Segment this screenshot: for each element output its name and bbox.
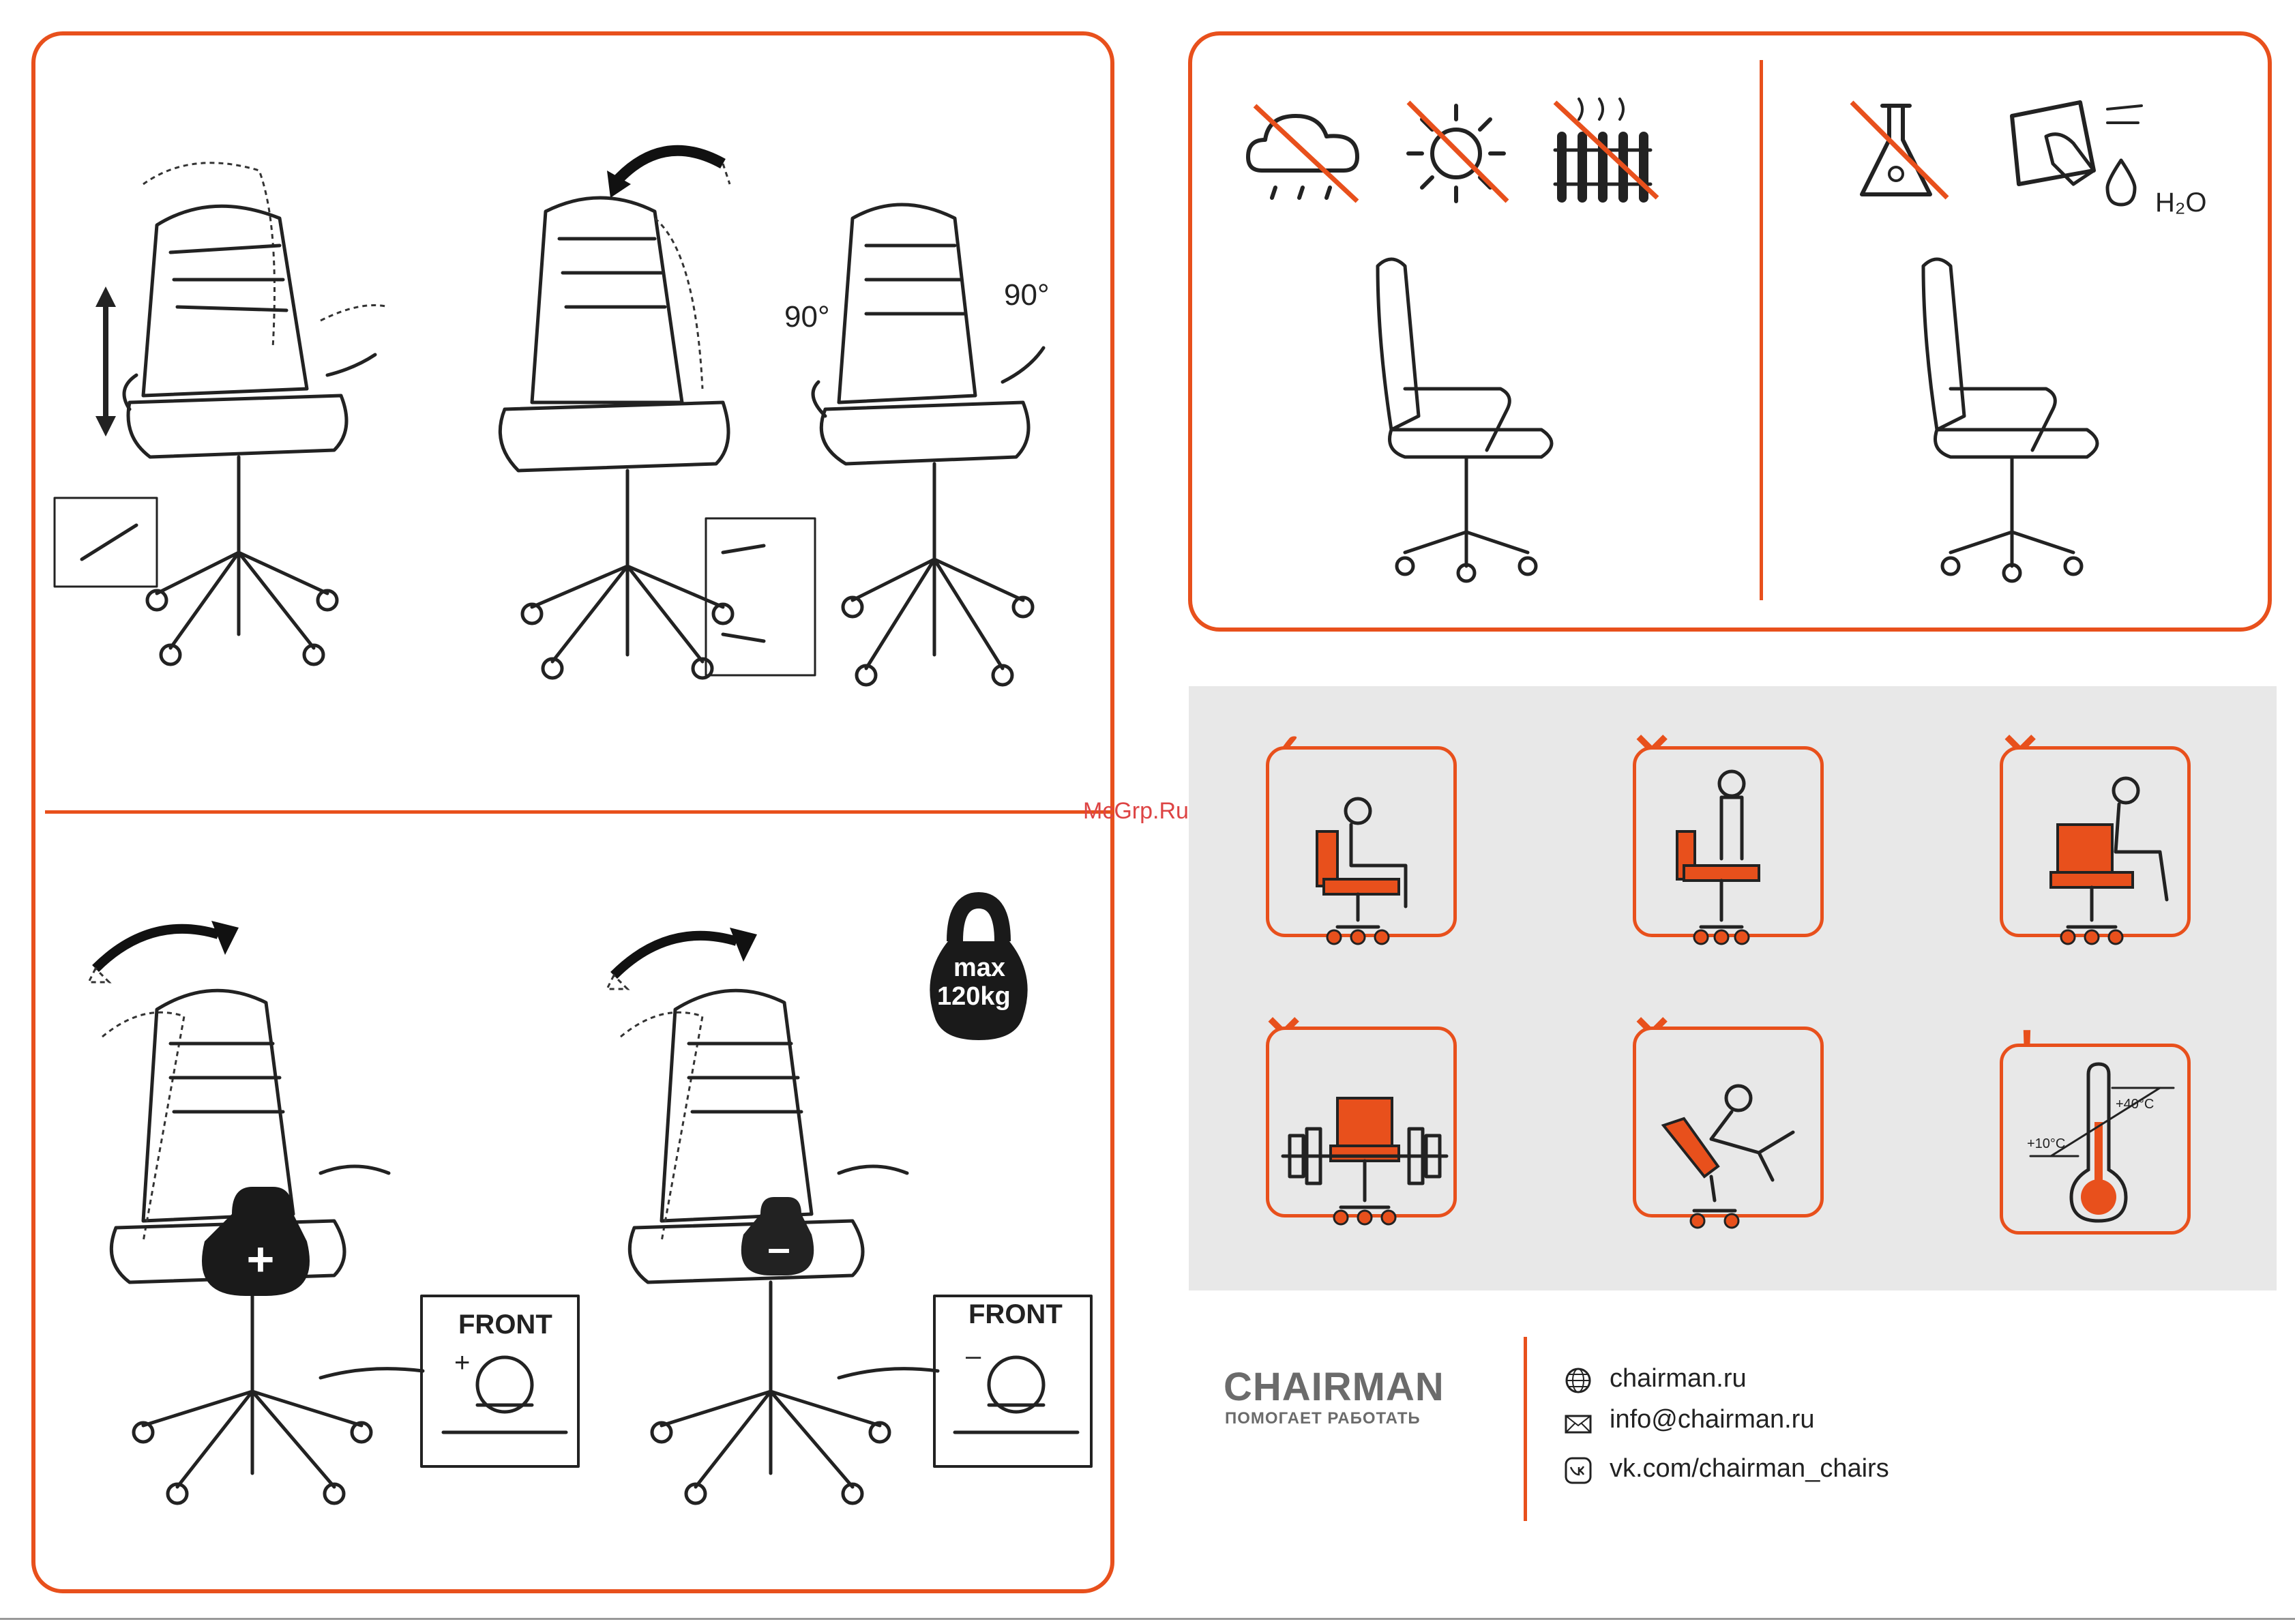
water-label: H₂O	[2155, 188, 2207, 218]
no-chemicals-icon	[1848, 99, 1951, 208]
brand-name: CHAIRMAN	[1224, 1364, 1445, 1410]
svg-text:–: –	[767, 1225, 790, 1271]
chair-tilt-illustration	[436, 116, 859, 689]
vk-icon	[1565, 1457, 1592, 1484]
office-chair-outline-1	[1364, 252, 1569, 587]
usage-card-no-rocking	[1633, 1027, 1824, 1217]
office-chair-outline-2	[1910, 252, 2114, 587]
watermark: McGrp.Ru	[1083, 798, 1189, 825]
no-rain-icon	[1248, 102, 1364, 205]
front-label-increase: FRONT	[458, 1310, 552, 1340]
panel-divider	[45, 810, 1114, 814]
armrest-angle-right: 90°	[1004, 278, 1050, 312]
brand-tagline: ПОМОГАЕТ РАБОТАТЬ	[1225, 1409, 1421, 1428]
svg-text:+: +	[247, 1232, 275, 1286]
bottom-rule	[0, 1618, 2295, 1620]
mail-icon	[1565, 1411, 1592, 1438]
footer-divider	[1524, 1337, 1527, 1521]
temperature-high: +40°C	[2116, 1097, 2154, 1112]
wipe-cloth-icon	[2005, 95, 2142, 218]
tension-decrease-illustration: –	[587, 887, 1132, 1528]
chair-height-adjust-illustration	[55, 143, 436, 689]
contact-website[interactable]: chairman.ru	[1610, 1364, 1747, 1393]
usage-card-correct-sitting	[1266, 746, 1457, 937]
tension-increase-illustration: +	[61, 887, 607, 1528]
no-heater-icon	[1548, 95, 1664, 208]
care-divider	[1760, 60, 1763, 600]
max-weight-value: 120kg	[937, 982, 1011, 1012]
contact-vk[interactable]: vk.com/chairman_chairs	[1610, 1454, 1889, 1483]
max-weight-label: max	[953, 954, 1005, 983]
armrest-angle-left: 90°	[784, 300, 830, 334]
globe-icon	[1565, 1367, 1592, 1394]
usage-card-no-overload	[1266, 1027, 1457, 1217]
no-sun-icon	[1398, 99, 1514, 208]
plus-label: +	[454, 1348, 470, 1378]
usage-card-no-standing	[1633, 746, 1824, 937]
contact-email[interactable]: info@chairman.ru	[1610, 1405, 1814, 1434]
front-label-decrease: FRONT	[968, 1299, 1063, 1330]
minus-label: –	[966, 1341, 981, 1372]
temperature-low: +10°C	[2027, 1136, 2065, 1152]
armrest-flip-illustration	[798, 177, 1098, 689]
usage-card-no-armrest-sitting	[2000, 746, 2191, 937]
